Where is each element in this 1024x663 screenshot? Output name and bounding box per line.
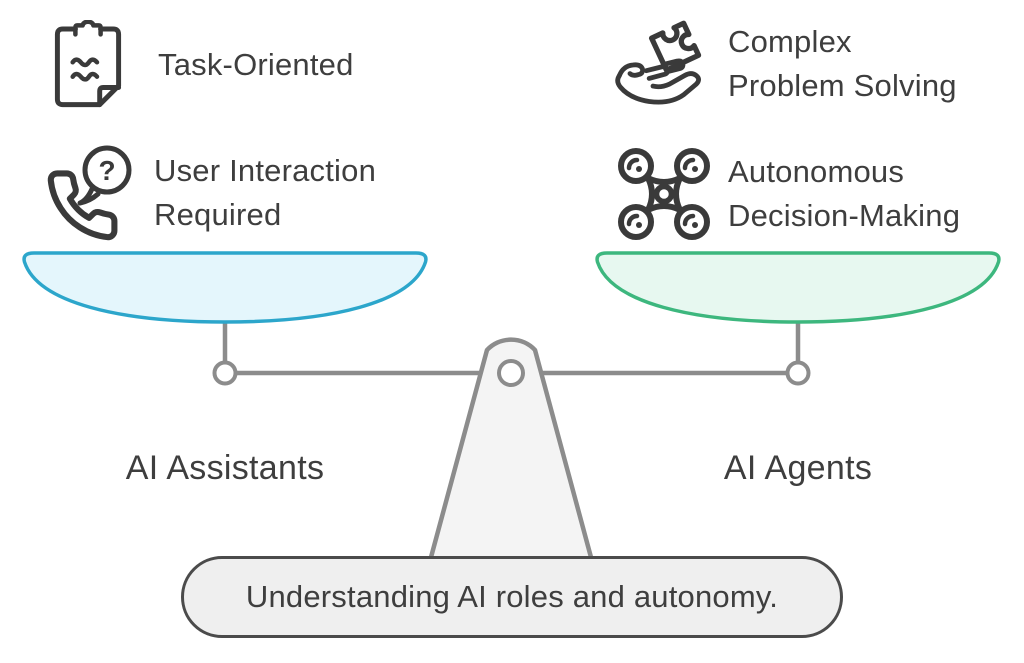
feature-user-interaction: ? User Interaction Required	[40, 142, 376, 244]
hand-puzzle-icon	[614, 16, 716, 112]
fulcrum-pivot-hole	[497, 359, 525, 387]
left-pan	[22, 251, 428, 324]
feature-complex-problem-solving: Complex Problem Solving	[614, 16, 957, 112]
caption-pill: Understanding AI roles and autonomy.	[181, 556, 843, 638]
right-pan	[595, 251, 1001, 324]
right-joint-ring	[785, 360, 811, 386]
caption-text: Understanding AI roles and autonomy.	[245, 579, 779, 614]
feature-autonomous-decision-making: Autonomous Decision-Making	[614, 142, 960, 246]
left-joint-ring	[212, 360, 238, 386]
drone-icon	[614, 142, 714, 246]
feature-label: User Interaction Required	[154, 152, 377, 232]
fulcrum	[427, 337, 595, 564]
question-mark-glyph: ?	[98, 155, 115, 186]
clipboard-icon	[52, 20, 124, 110]
right-pan-label: AI Agents	[723, 449, 873, 487]
phone-question-icon: ?	[40, 142, 140, 244]
feature-label: Complex Problem Solving	[728, 23, 957, 103]
left-pan-label: AI Assistants	[125, 449, 325, 487]
feature-label: Task-Oriented	[158, 46, 354, 82]
feature-task-oriented: Task-Oriented	[52, 20, 354, 110]
feature-label: Autonomous Decision-Making	[728, 153, 961, 233]
balance-scale	[22, 251, 1001, 564]
